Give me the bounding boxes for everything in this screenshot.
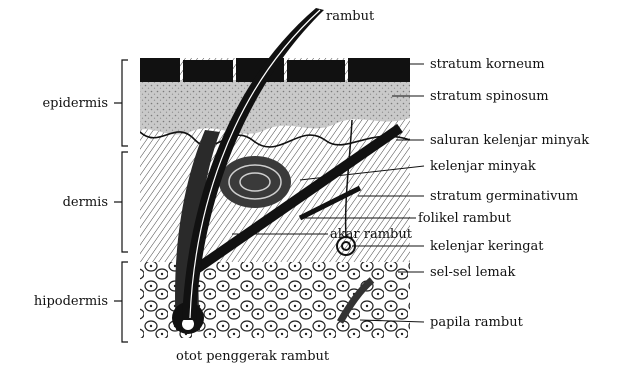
label-saluran-kelenjar-minyak: saluran kelenjar minyak <box>430 133 589 148</box>
label-epidermis: epidermis <box>42 96 108 111</box>
label-kelenjar-keringat: kelenjar keringat <box>430 239 544 254</box>
label-stratum-spinosum: stratum spinosum <box>430 89 549 104</box>
label-stratum-germinativum: stratum germinativum <box>430 189 578 204</box>
label-stratum-korneum: stratum korneum <box>430 57 545 72</box>
label-folikel-rambut: folikel rambut <box>418 211 512 226</box>
epidermis-bracket <box>122 60 128 146</box>
dermis-bracket <box>122 152 128 252</box>
label-otot-penggerak-rambut: otot penggerak rambut <box>176 349 330 364</box>
label-dermis: dermis <box>63 195 108 210</box>
skin-tissue-block <box>140 58 410 338</box>
sebaceous-gland <box>219 156 291 208</box>
label-akar-rambut: akar rambut <box>330 227 413 242</box>
label-rambut: rambut <box>326 9 375 24</box>
label-hipodermis: hipodermis <box>34 294 108 309</box>
label-kelenjar-minyak: kelenjar minyak <box>430 159 536 174</box>
label-papila-rambut: papila rambut <box>430 315 524 330</box>
label-sel-sel-lemak: sel-sel lemak <box>430 265 515 280</box>
hipodermis-bracket <box>122 262 128 342</box>
layer-brackets <box>114 60 128 342</box>
